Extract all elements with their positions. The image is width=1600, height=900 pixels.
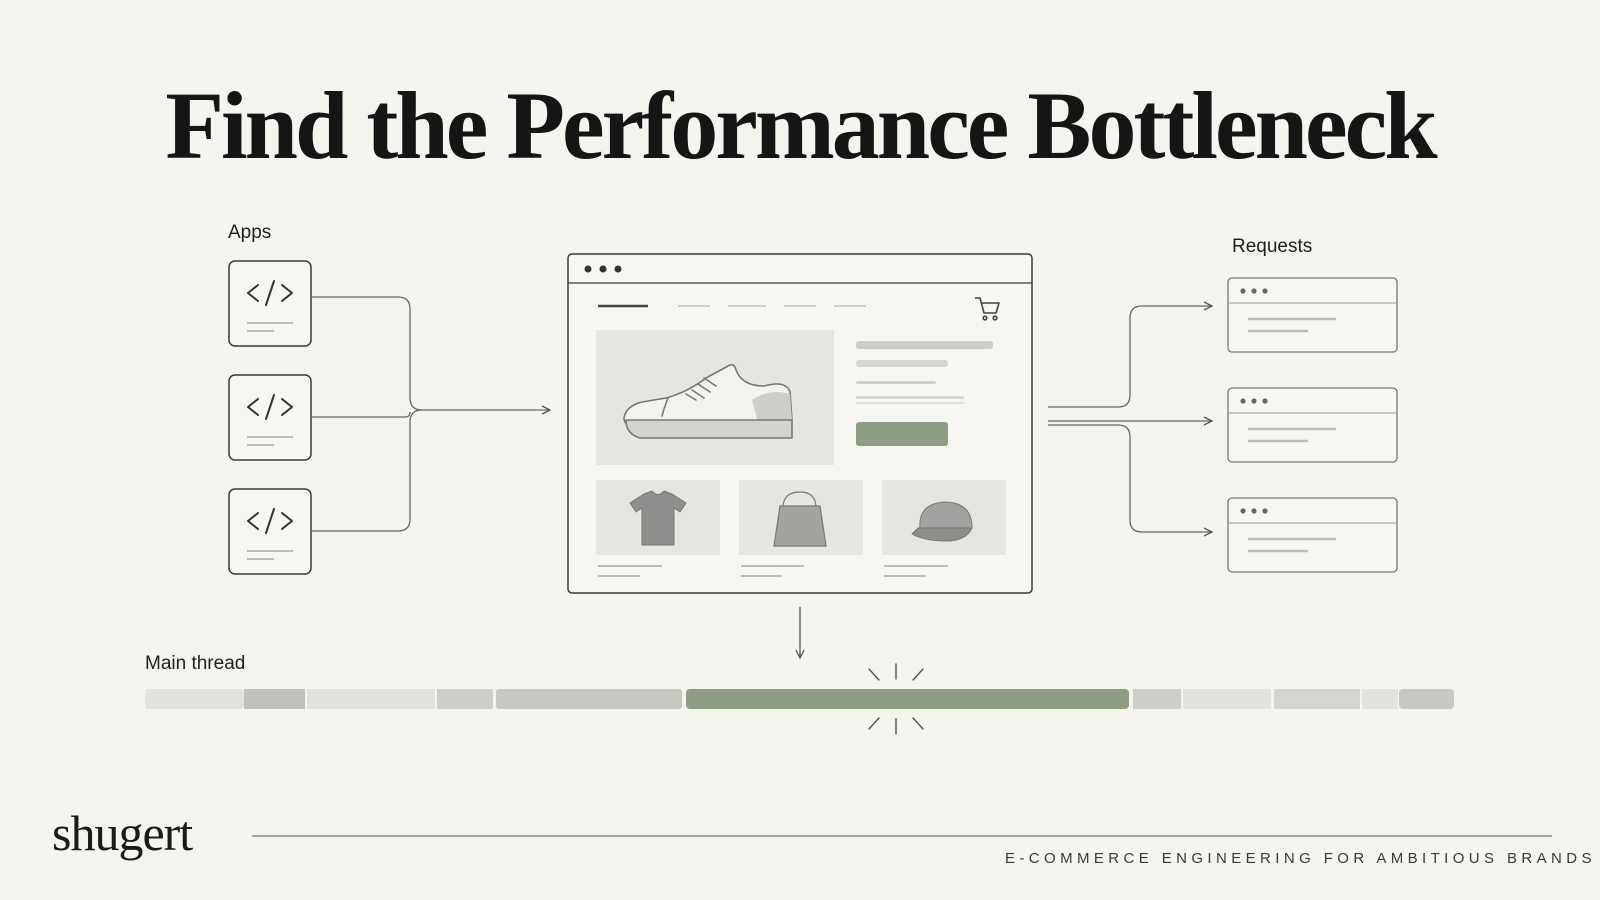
apps-label: Apps <box>228 222 272 243</box>
app-card <box>228 260 312 347</box>
code-icon <box>247 394 293 420</box>
code-icon <box>247 508 293 534</box>
bottleneck-task <box>686 689 1129 709</box>
app-card <box>228 374 312 461</box>
bottleneck-burst-icon <box>868 663 924 735</box>
brand-tagline: E-COMMERCE ENGINEERING FOR AMBITIOUS BRA… <box>1005 850 1596 867</box>
storefront-window <box>567 253 1033 594</box>
code-icon <box>247 280 293 306</box>
main-thread-bar <box>145 689 1454 709</box>
request-card <box>1227 497 1398 573</box>
add-to-cart-button <box>856 422 948 446</box>
bag-icon <box>773 491 827 547</box>
cart-icon <box>975 297 1000 321</box>
page-title: Find the Performance Bottleneck <box>165 72 1437 179</box>
request-card <box>1227 387 1398 463</box>
app-connectors <box>311 296 550 532</box>
brand-logo: shugert <box>52 805 193 861</box>
request-card <box>1227 277 1398 353</box>
main-thread-label: Main thread <box>145 653 246 674</box>
requests-label: Requests <box>1232 236 1313 257</box>
cap-icon <box>911 501 973 542</box>
sneaker-icon <box>623 363 793 439</box>
app-card <box>228 488 312 575</box>
request-connectors <box>1048 306 1212 532</box>
t-shirt-icon <box>629 490 687 546</box>
